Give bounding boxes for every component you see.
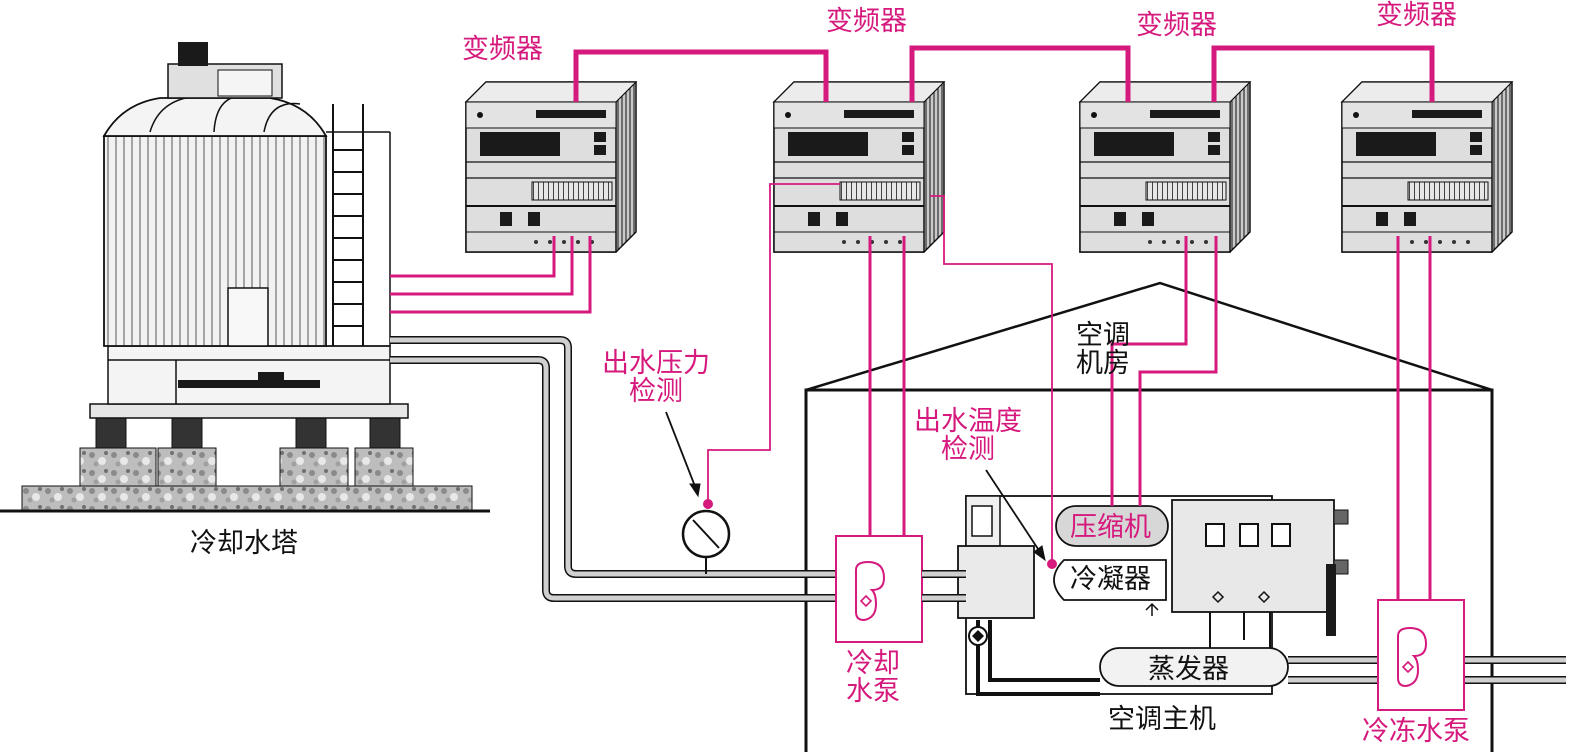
cooling-water-pump (835, 535, 923, 643)
machine-room-label-line1: 空调 (1076, 320, 1130, 351)
inverter-unit-2 (773, 81, 945, 253)
chiller-label: 空调主机 (1108, 704, 1216, 735)
temperature-sensor-label-line1: 出水温度 (914, 406, 1022, 437)
pressure-sensor-label-line1: 出水压力 (602, 348, 710, 379)
cooling-water-pipe (390, 336, 960, 602)
inverter-unit-3 (1079, 81, 1251, 253)
pressure-sensor-label: 出水压力 检测 (602, 350, 710, 406)
cooling-pump-label: 冷却 水泵 (846, 650, 900, 706)
compressor-label: 压缩机 (1070, 512, 1151, 543)
gauge-icon (681, 509, 731, 574)
machine-room-label: 空调 机房 (1076, 322, 1130, 378)
inverter-label-1: 变频器 (462, 34, 543, 65)
pressure-sensor-dot (703, 499, 713, 509)
evaporator-label: 蒸发器 (1148, 654, 1229, 685)
inverter-label-2: 变频器 (826, 6, 907, 37)
cooling-tower (0, 42, 490, 513)
machine-room-label-line2: 机房 (1076, 348, 1130, 379)
pressure-sensor-label-line2: 检测 (629, 376, 683, 407)
inverter-unit-1 (465, 81, 637, 253)
inverter-label-4: 变频器 (1376, 0, 1457, 31)
inverter-unit-4 (1341, 81, 1513, 253)
temperature-sensor-dot (1047, 559, 1057, 569)
cooling-pump-label-line2: 水泵 (846, 676, 900, 707)
cooling-pump-label-line1: 冷却 (846, 648, 900, 679)
chilled-water-pump (1377, 599, 1465, 711)
chiller-unit (957, 495, 1349, 696)
temperature-sensor-label-line2: 检测 (941, 434, 995, 465)
inverter-label-3: 变频器 (1136, 10, 1217, 41)
chilled-pump-label: 冷冻水泵 (1362, 716, 1470, 747)
temperature-sensor-label: 出水温度 检测 (914, 408, 1022, 464)
signal-lines (390, 45, 1435, 600)
cooling-tower-label: 冷却水塔 (190, 528, 298, 559)
condenser-label: 冷凝器 (1070, 564, 1151, 595)
